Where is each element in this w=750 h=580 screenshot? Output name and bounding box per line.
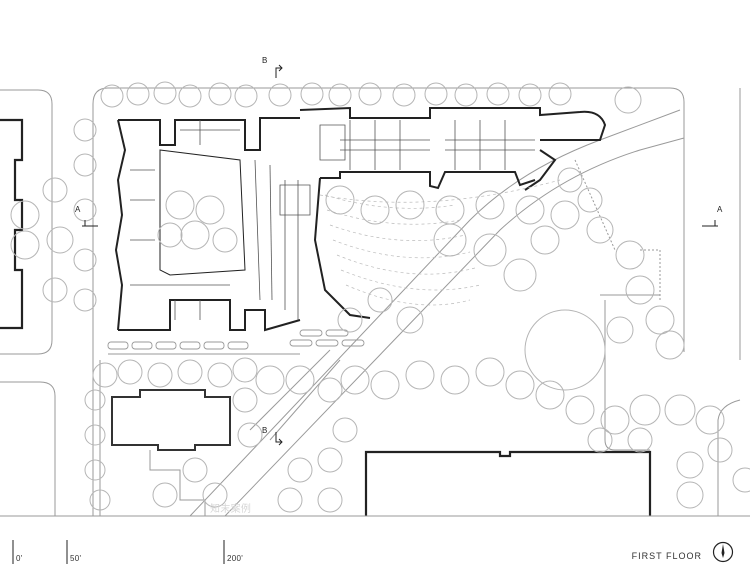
section-arrow-icon (275, 67, 282, 78)
section-label-a-left: A (75, 205, 81, 214)
terraced-lawn (319, 179, 561, 306)
main-building-interior (130, 120, 535, 320)
drawing-title: FIRST FLOOR (631, 551, 702, 561)
section-arrow-icon (278, 64, 283, 72)
scale-label-50: 50' (70, 554, 82, 563)
planter-rows (107, 329, 365, 350)
section-label-a-right: A (717, 205, 723, 214)
diagonal-paths (189, 109, 685, 517)
building-lower-right (364, 450, 652, 516)
section-label-b-bottom: B (262, 426, 268, 435)
watermark: 知末案例 (210, 504, 252, 515)
path-lower-left (149, 450, 206, 516)
section-label-b-top: B (262, 56, 268, 65)
trees (10, 81, 750, 513)
existing-building-left (0, 118, 24, 330)
section-arrows (82, 64, 718, 446)
north-arrow-icon (712, 541, 734, 563)
scale-bar (0, 515, 750, 564)
section-arrow-icon (275, 432, 282, 443)
section-arrow-icon (278, 438, 283, 446)
building-lower-left (111, 389, 231, 451)
main-building-walls (114, 106, 607, 332)
scale-label-200: 200' (227, 554, 244, 563)
scale-label-0: 0' (16, 554, 23, 563)
